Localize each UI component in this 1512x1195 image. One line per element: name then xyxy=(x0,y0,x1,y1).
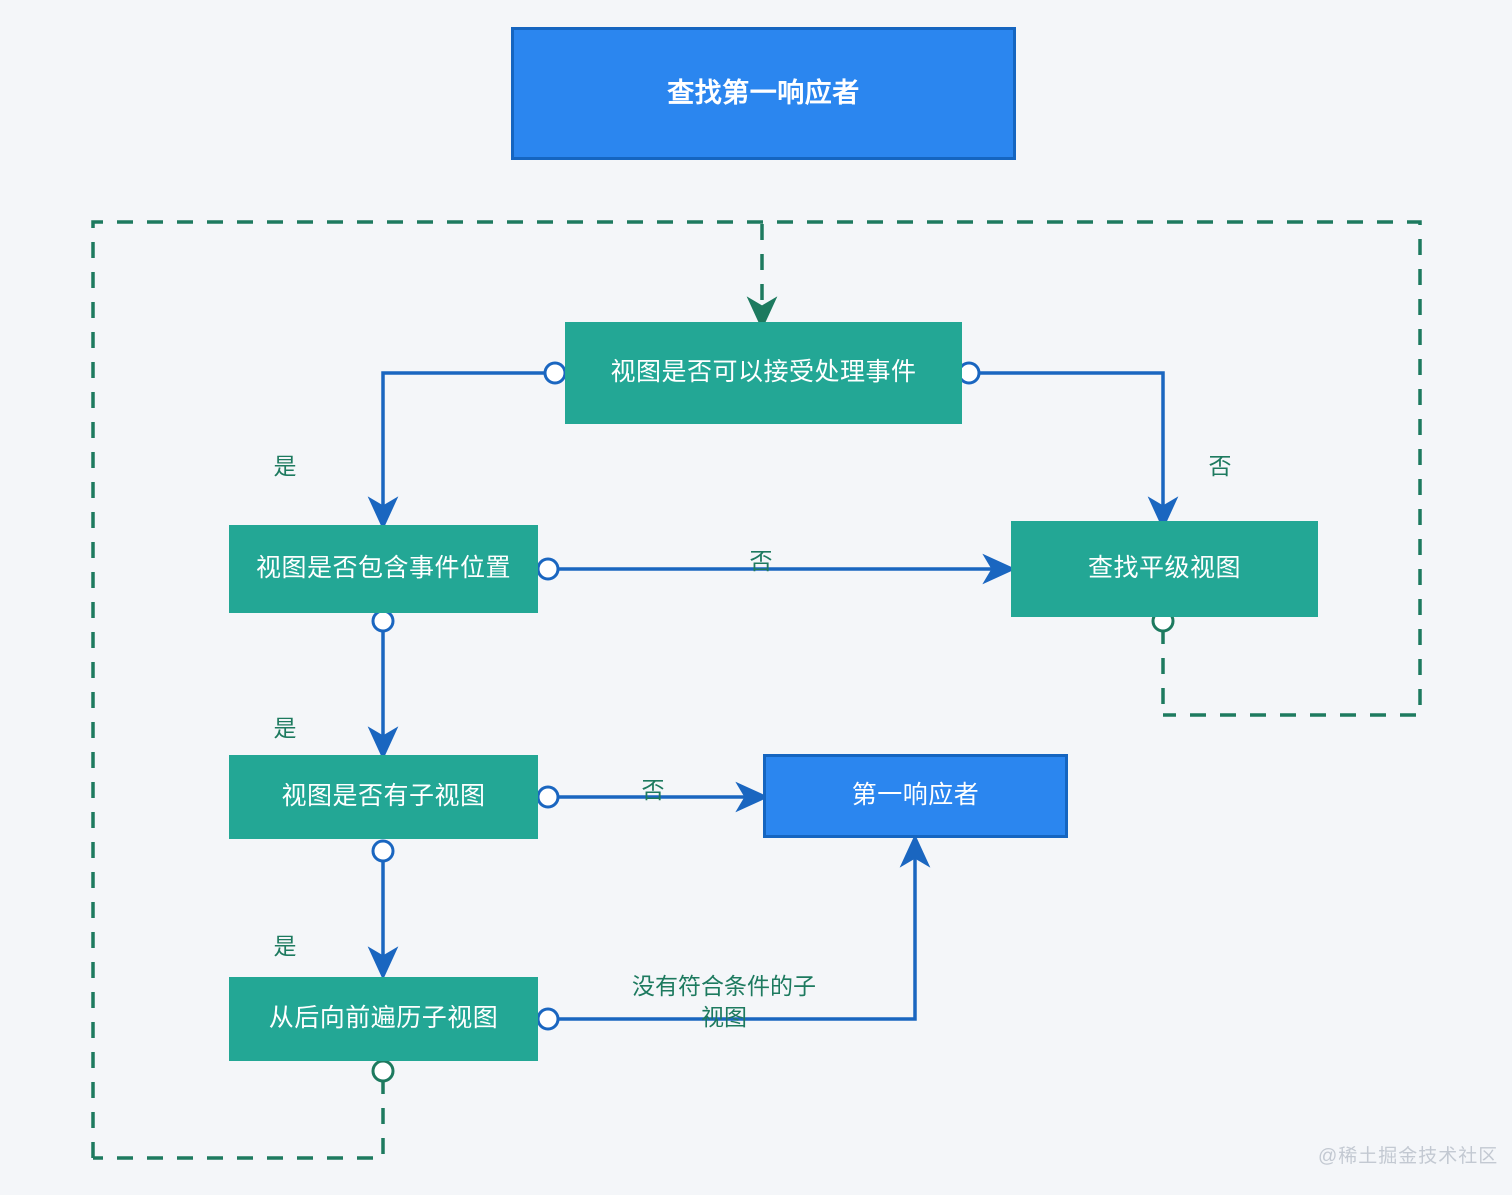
edge-label-text: 是 xyxy=(273,715,297,742)
node-label: 查找平级视图 xyxy=(1087,554,1241,583)
edge-label-no-3: 否 xyxy=(618,744,688,806)
edge-label-text: 没有符合条件的子 视图 xyxy=(632,973,816,1031)
dot-has-sub-bottom xyxy=(371,839,395,863)
blue-connectors xyxy=(367,371,1179,1021)
edge-label-text: 否 xyxy=(1208,453,1232,480)
edge-label-text: 是 xyxy=(273,933,297,960)
node-label: 视图是否有子视图 xyxy=(281,782,486,811)
edge-can-accept-yes xyxy=(367,371,548,530)
dot-traverse-right xyxy=(536,1007,560,1031)
node-label: 查找第一响应者 xyxy=(667,77,860,108)
dot-can-accept-left xyxy=(543,361,567,385)
edge-can-accept-no xyxy=(977,371,1179,530)
edge-label-yes-3: 是 xyxy=(250,900,320,962)
node-contains-event-point[interactable]: 视图是否包含事件位置 xyxy=(229,525,538,613)
watermark-text: @稀土掘金技术社区 xyxy=(1318,1146,1499,1167)
node-label: 视图是否包含事件位置 xyxy=(255,554,511,583)
edge-label-text: 否 xyxy=(749,548,773,575)
edge-label-yes-2: 是 xyxy=(250,682,320,744)
edge-label-yes-1: 是 xyxy=(250,420,320,482)
edge-label-no-2: 否 xyxy=(726,515,796,577)
dot-traverse-bottom xyxy=(371,1059,395,1083)
node-label: 视图是否可以接受处理事件 xyxy=(610,358,917,387)
node-label: 从后向前遍历子视图 xyxy=(268,1004,499,1033)
node-title-find-first-responder[interactable]: 查找第一响应者 xyxy=(511,27,1016,160)
dot-contains-right xyxy=(536,557,560,581)
dot-contains-bottom xyxy=(371,609,395,633)
node-traverse-subviews[interactable]: 从后向前遍历子视图 xyxy=(229,977,538,1061)
edge-label-no-1: 否 xyxy=(1185,420,1255,482)
edge-label-no-matching-subview: 没有符合条件的子 视图 xyxy=(588,940,860,1033)
node-can-accept-event[interactable]: 视图是否可以接受处理事件 xyxy=(565,322,962,424)
dot-has-sub-right xyxy=(536,785,560,809)
dashed-return-traverse xyxy=(93,1078,385,1160)
edge-label-text: 否 xyxy=(641,777,665,804)
node-find-sibling-view[interactable]: 查找平级视图 xyxy=(1011,521,1318,617)
edge-label-text: 是 xyxy=(273,453,297,480)
dot-can-accept-right xyxy=(957,361,981,385)
node-first-responder[interactable]: 第一响应者 xyxy=(763,754,1068,838)
node-label: 第一响应者 xyxy=(851,781,980,810)
node-has-subviews[interactable]: 视图是否有子视图 xyxy=(229,755,538,839)
watermark: @稀土掘金技术社区 xyxy=(1318,1141,1498,1168)
